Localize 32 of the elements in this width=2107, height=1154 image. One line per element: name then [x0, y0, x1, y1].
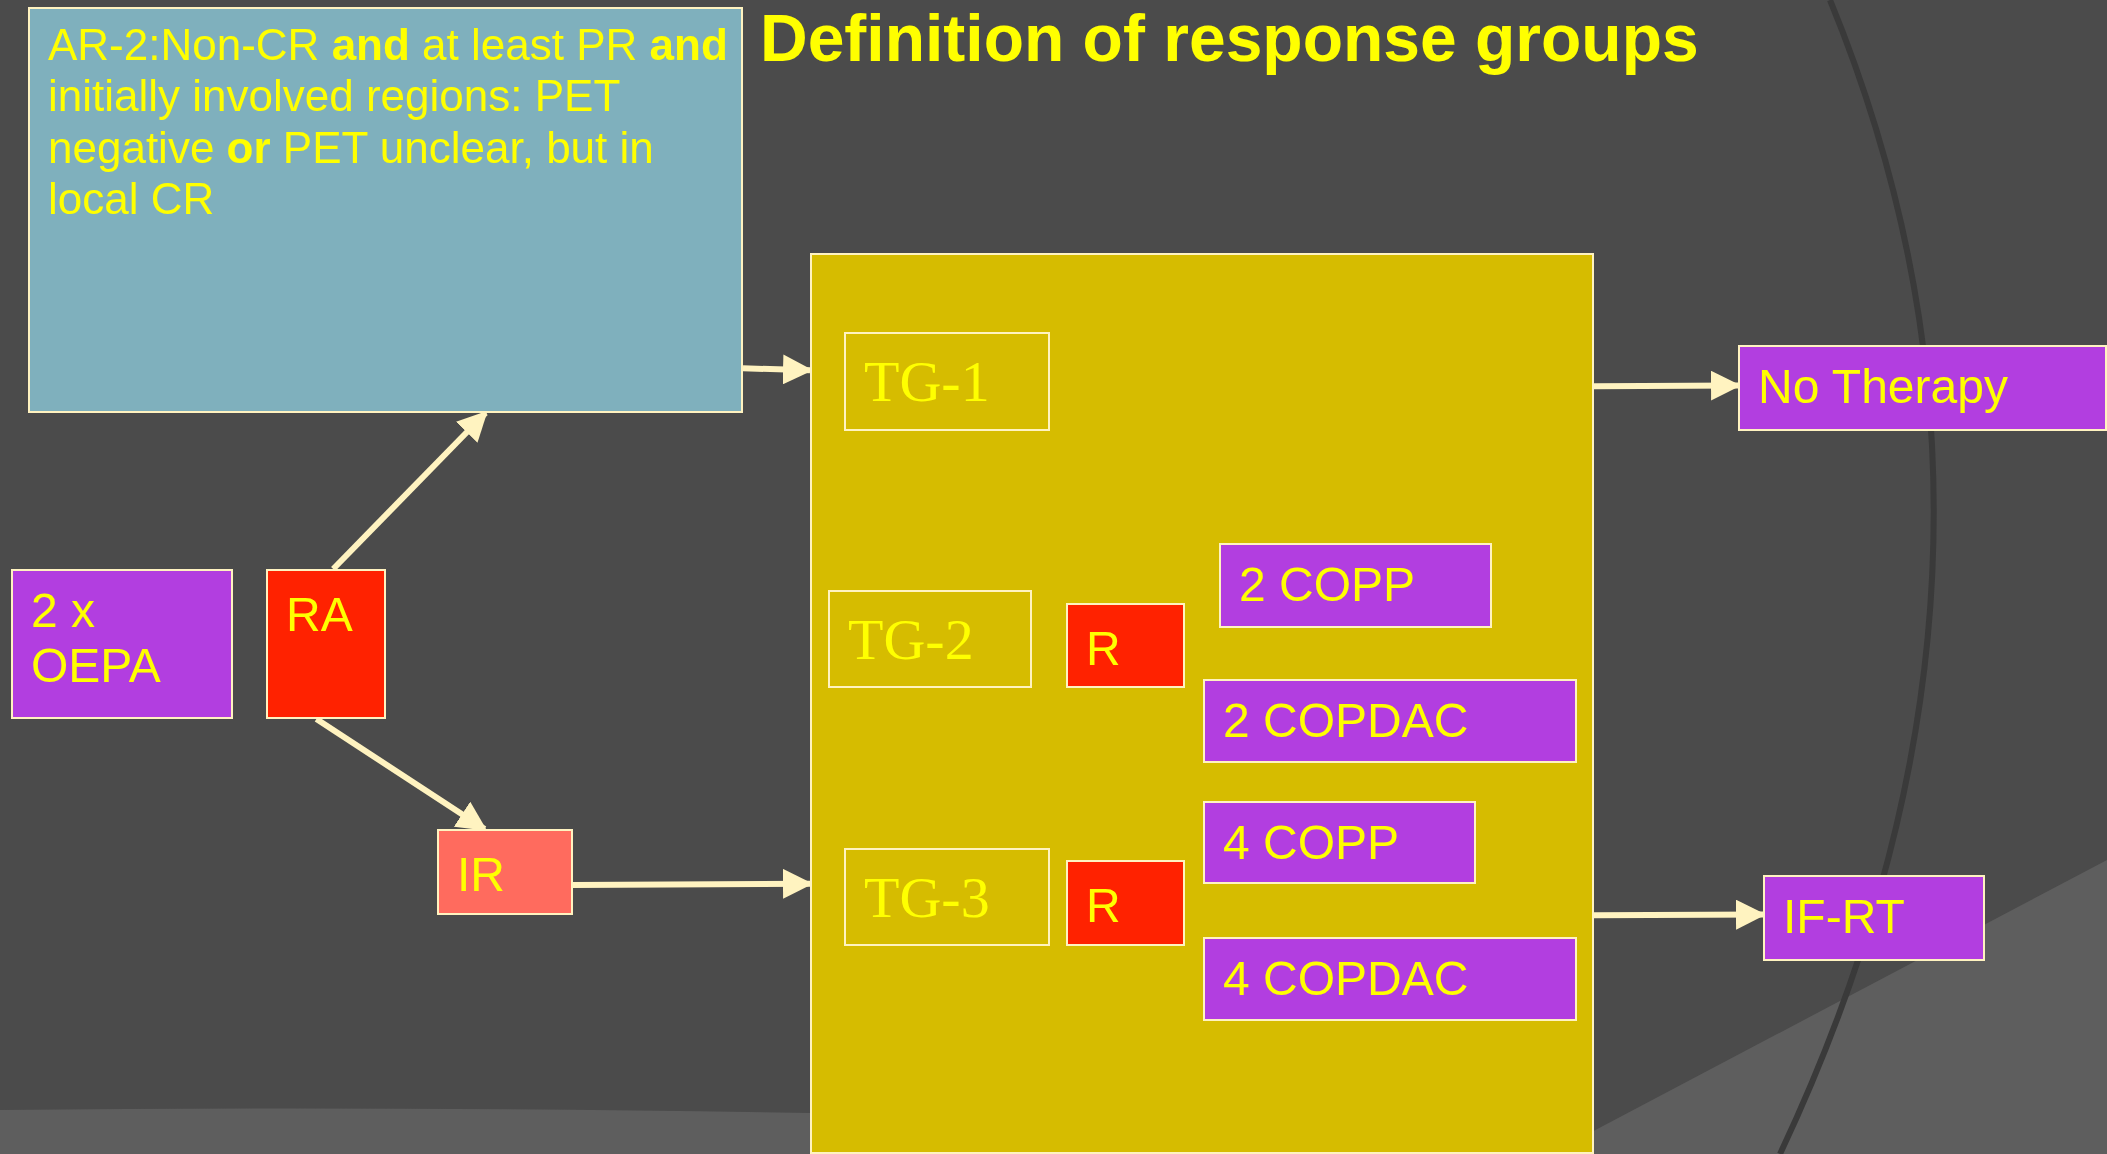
node-label: IR	[457, 847, 506, 902]
node-label: TG-1	[864, 348, 991, 415]
therapy-box	[1219, 543, 1492, 628]
node-label: 4 COPP	[1223, 815, 1401, 871]
node-label: R	[1086, 621, 1122, 676]
therapy-box	[1203, 937, 1577, 1021]
treatment-group-panel	[810, 253, 1594, 1154]
title: Definition of response groups	[760, 0, 1699, 76]
node-label: 2 x OEPA	[31, 583, 162, 694]
node-label: 2 COPDAC	[1223, 693, 1470, 749]
therapy-box	[1203, 679, 1577, 763]
therapy-box	[1763, 875, 1985, 961]
node-label: 4 COPDAC	[1223, 951, 1470, 1007]
node-label: TG-3	[864, 864, 991, 931]
response-box	[437, 829, 573, 915]
therapy-box	[1738, 345, 2107, 431]
node-label: 2 COPP	[1239, 557, 1417, 613]
criteria-box	[28, 7, 743, 413]
randomization-box	[1066, 860, 1185, 946]
node-label: R	[1086, 878, 1122, 933]
treatment-group-box	[844, 332, 1050, 431]
node-label: TG-2	[848, 606, 975, 673]
treatment-group-box	[828, 590, 1032, 688]
treatment-group-box	[844, 848, 1050, 946]
node-label: RA	[286, 587, 354, 642]
therapy-box	[1203, 801, 1476, 884]
node-label: No Therapy	[1758, 359, 2009, 415]
node-label: AR-2:Non-CR and at least PR and initially involved regions: PET negative or PET unclear, but in local CR	[48, 19, 729, 225]
randomization-box	[266, 569, 386, 719]
therapy-box	[11, 569, 233, 719]
randomization-box	[1066, 603, 1185, 688]
node-label: IF-RT	[1783, 889, 1906, 945]
